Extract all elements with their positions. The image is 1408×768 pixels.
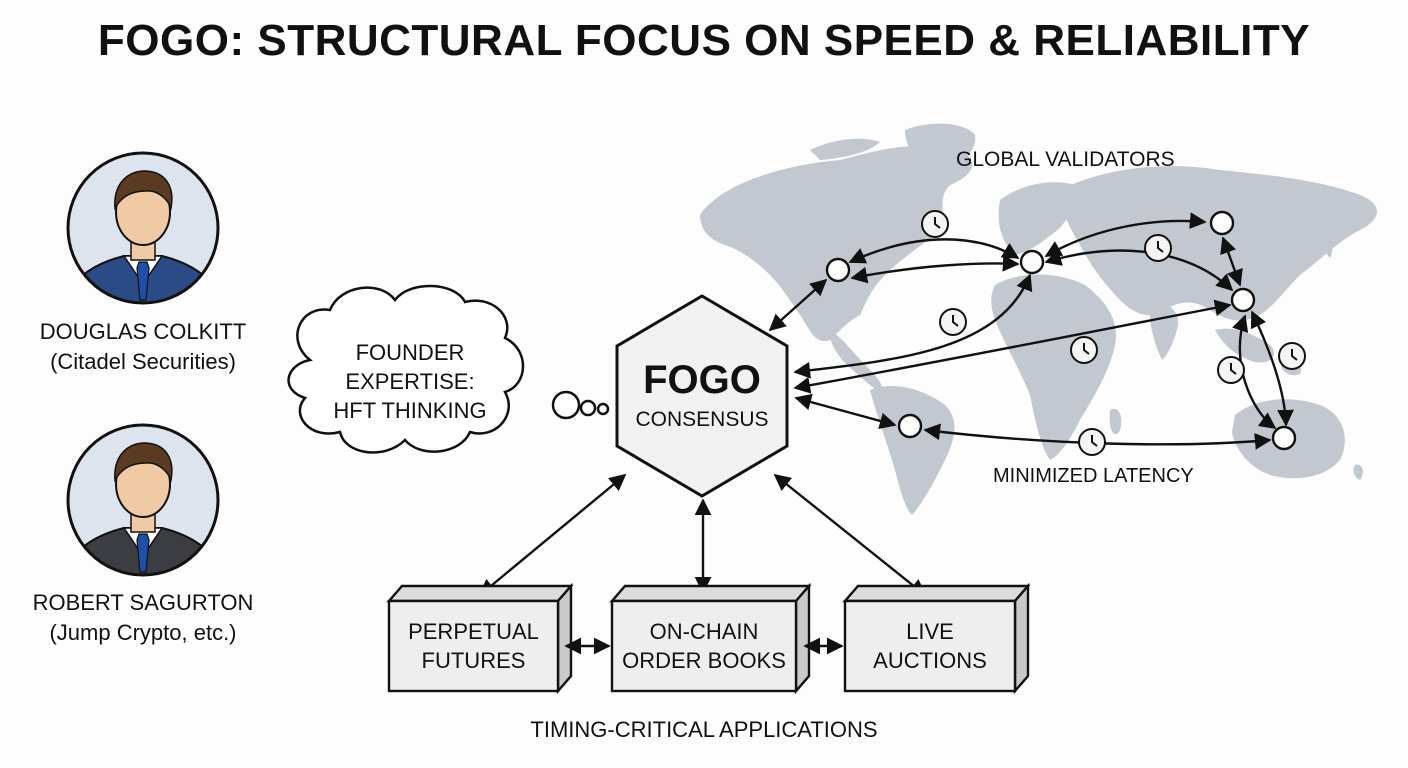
founder-name: DOUGLAS COLKITT xyxy=(39,319,247,344)
clock-icon xyxy=(1217,356,1245,384)
consensus-links xyxy=(478,473,927,597)
world-map xyxy=(700,123,1377,515)
founder-name: ROBERT SAGURTON xyxy=(32,590,254,615)
thought-line: HFT THINKING xyxy=(333,398,487,423)
thought-text: FOUNDER EXPERTISE: HFT THINKING xyxy=(300,338,520,425)
box-line: PERPETUAL xyxy=(408,619,539,644)
latency-clocks xyxy=(921,210,1306,456)
founder-affiliation: (Citadel Securities) xyxy=(50,349,236,374)
clock-icon xyxy=(921,210,949,238)
box-line: AUCTIONS xyxy=(873,648,987,673)
applications-caption: TIMING-CRITICAL APPLICATIONS xyxy=(530,717,878,742)
founder-label: ROBERT SAGURTON (Jump Crypto, etc.) xyxy=(0,588,293,648)
box-live-auctions xyxy=(842,582,1031,695)
fogo-consensus-hexagon xyxy=(615,294,789,498)
map-links xyxy=(768,212,1294,450)
clock-icon xyxy=(1070,336,1098,364)
box-label: ON-CHAIN ORDER BOOKS xyxy=(612,617,796,675)
box-label: PERPETUAL FUTURES xyxy=(389,617,558,675)
founder-affiliation: (Jump Crypto, etc.) xyxy=(49,620,237,645)
person-avatar-icon xyxy=(66,151,220,305)
box-line: FUTURES xyxy=(421,648,526,673)
clock-icon xyxy=(939,308,967,336)
validator-node-icon xyxy=(825,257,851,283)
thought-cloud xyxy=(287,284,610,454)
page-title: FOGO: STRUCTURAL FOCUS ON SPEED & RELIAB… xyxy=(97,16,1311,65)
validator-node-icon xyxy=(1271,425,1297,451)
clock-icon xyxy=(1078,428,1106,456)
global-validators-label: GLOBAL VALIDATORS xyxy=(956,148,1175,171)
box-line: ORDER BOOKS xyxy=(622,648,786,673)
box-line: LIVE xyxy=(906,619,954,644)
validator-nodes xyxy=(825,210,1297,451)
consensus-subtitle: CONSENSUS xyxy=(635,408,769,431)
validator-node-icon xyxy=(1209,210,1235,236)
validator-node-icon xyxy=(897,413,923,439)
thought-line: FOUNDER xyxy=(355,340,465,365)
thought-line: EXPERTISE: xyxy=(345,369,475,394)
validator-node-icon xyxy=(1019,249,1045,275)
box-label: LIVE AUCTIONS xyxy=(845,617,1015,675)
founder-label: DOUGLAS COLKITT (Citadel Securities) xyxy=(0,317,293,377)
consensus-title: FOGO xyxy=(643,358,761,402)
box-on-chain-order-books xyxy=(609,582,812,695)
clock-icon xyxy=(1144,234,1172,262)
minimized-latency-label: MINIMIZED LATENCY xyxy=(993,465,1194,487)
box-line: ON-CHAIN xyxy=(649,619,759,644)
validator-node-icon xyxy=(1230,287,1256,313)
clock-icon xyxy=(1278,342,1306,370)
person-avatar-icon xyxy=(66,423,220,577)
